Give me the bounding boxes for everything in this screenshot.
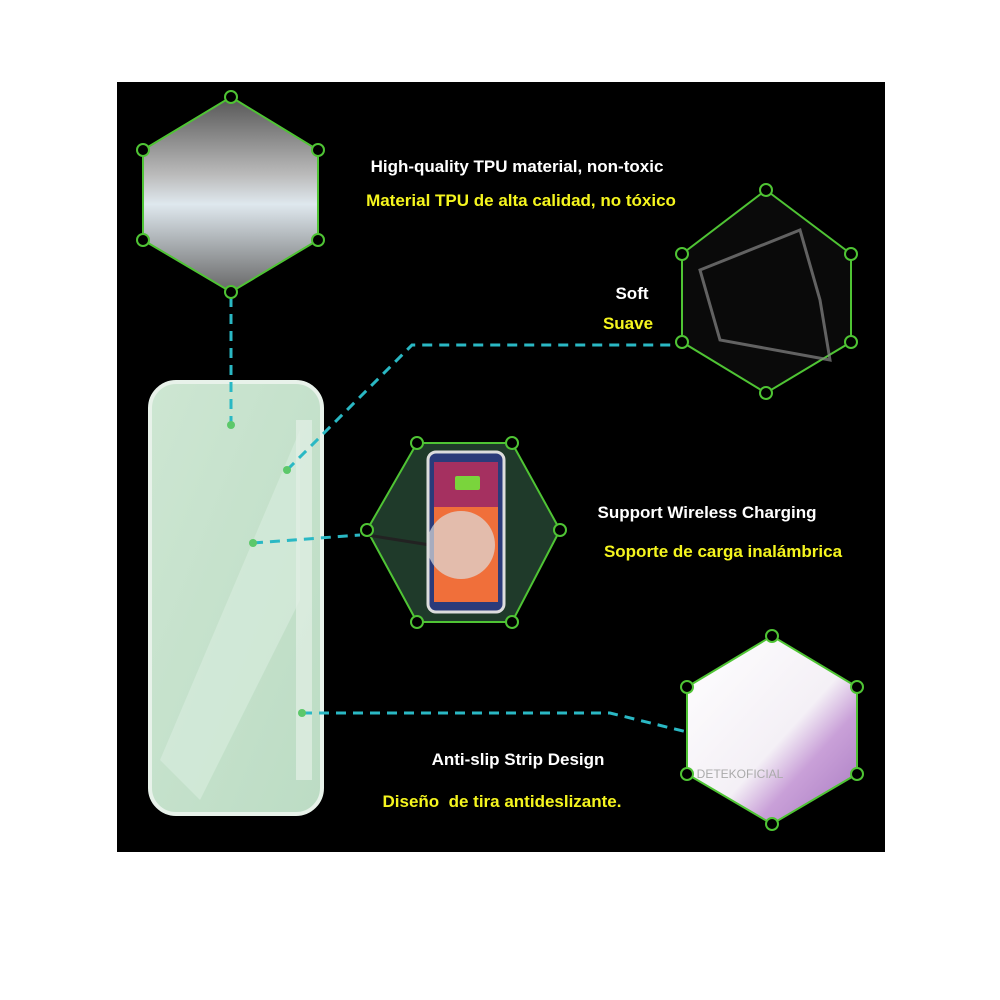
feature-4-en: Anti-slip Strip Design — [432, 750, 605, 769]
tpu-material-hexagon — [136, 90, 325, 299]
feature-4-es: Diseño de tira antideslizante. — [382, 792, 621, 811]
watermark: DETEKOFICIAL — [697, 767, 784, 781]
connector-lines — [229, 297, 781, 757]
feature-1-es: Material TPU de alta calidad, no tóxico — [366, 191, 676, 210]
anti-slip-hexagon — [680, 629, 864, 831]
wireless-charging-hexagon — [360, 436, 567, 629]
connector-dots — [227, 421, 306, 717]
feature-1-en: High-quality TPU material, non-toxic — [371, 157, 664, 176]
phone-case-image — [148, 380, 324, 816]
feature-2-es: Suave — [603, 314, 653, 333]
feature-2-en: Soft — [615, 284, 648, 303]
soft-case-hexagon — [675, 183, 858, 400]
feature-3-en: Support Wireless Charging — [598, 503, 817, 522]
feature-3-es: Soporte de carga inalámbrica — [604, 542, 843, 561]
